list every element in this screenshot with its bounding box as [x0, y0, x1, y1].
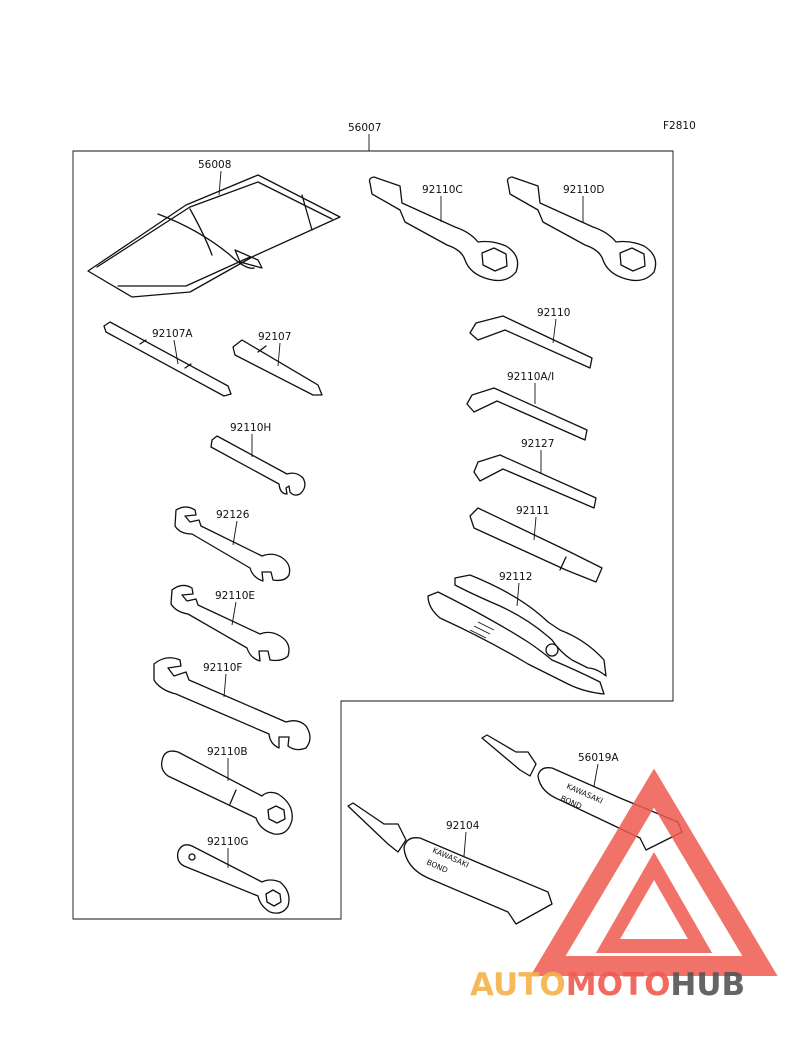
label-92110: 92110 — [537, 307, 570, 319]
label-92104: 92104 — [446, 820, 480, 832]
hex-key-drawing — [469, 315, 593, 369]
label-92110E: 92110E — [215, 590, 255, 602]
bond-tube-small-drawing: KAWASAKI BOND — [481, 734, 683, 851]
label-92127: 92127 — [521, 438, 554, 450]
label-92110F: 92110F — [203, 662, 242, 674]
open-wrench-e-drawing — [170, 584, 290, 662]
assembly-number-label: 56007 — [348, 122, 381, 134]
screwdriver-bit-a-drawing — [103, 321, 232, 397]
watermark-logo — [530, 768, 778, 976]
box-wrench-d-drawing — [506, 176, 657, 282]
open-wrench-drawing — [174, 506, 291, 582]
pliers-drawing — [427, 574, 607, 695]
label-92110B: 92110B — [207, 746, 248, 758]
label-92110H: 92110H — [230, 422, 271, 434]
label-92111: 92111 — [516, 505, 549, 517]
label-92110C: 92110C — [422, 184, 463, 196]
watermark-text: AUTOMOTOHUB — [470, 967, 745, 1003]
screwdriver-bit-drawing — [232, 339, 323, 396]
socket-wrench-g-drawing — [176, 844, 290, 914]
label-92112: 92112 — [499, 571, 532, 583]
label-56019A: 56019A — [578, 752, 619, 764]
label-92110G: 92110G — [207, 836, 249, 848]
socket-wrench-b-drawing — [160, 750, 293, 835]
tool-kit-frame — [72, 150, 674, 920]
label-92107A: 92107A — [152, 328, 193, 340]
hex-key-b-drawing — [473, 454, 597, 509]
open-wrench-f-drawing — [153, 657, 311, 751]
label-56008: 56008 — [198, 159, 231, 171]
box-wrench-c-drawing — [368, 176, 519, 282]
figure-code: F2810 — [663, 120, 696, 132]
handle-bar-drawing — [469, 507, 603, 583]
label-92110D: 92110D — [563, 184, 605, 196]
label-92107: 92107 — [258, 331, 291, 343]
small-wrench-h-drawing — [210, 435, 306, 496]
hex-key-a-drawing — [466, 387, 588, 441]
label-92126: 92126 — [216, 509, 250, 521]
label-92110A-I: 92110A/I — [507, 371, 554, 383]
tool-bag-drawing — [87, 174, 341, 298]
